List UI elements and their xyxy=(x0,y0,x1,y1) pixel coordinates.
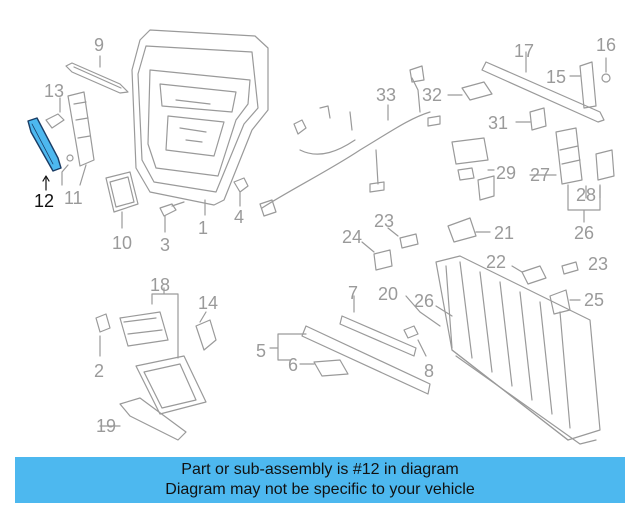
part-30-latch-set[interactable] xyxy=(451,137,495,201)
part-23-clip-left[interactable] xyxy=(387,227,419,249)
callout-13: 13 xyxy=(44,81,65,101)
part-11-handle-trim[interactable] xyxy=(61,91,95,186)
part-3-screw[interactable] xyxy=(159,201,185,233)
callout-33: 33 xyxy=(376,85,397,105)
part-19-trim[interactable] xyxy=(99,397,187,441)
callout-21: 21 xyxy=(494,223,515,243)
part-33-wiring-harness[interactable] xyxy=(259,65,441,217)
part-5-sill[interactable] xyxy=(269,325,431,395)
part-31-switch[interactable] xyxy=(515,107,547,131)
callout-8: 8 xyxy=(424,361,435,381)
callout-18: 18 xyxy=(150,275,171,295)
banner-line-2: Diagram may not be specific to your vehi… xyxy=(165,481,475,498)
callout-5: 5 xyxy=(256,341,267,361)
callout-20: 20 xyxy=(378,284,399,304)
part-22-hook[interactable] xyxy=(511,265,547,285)
part-17-weatherstrip[interactable] xyxy=(481,51,605,123)
callout-28: 27 xyxy=(530,165,551,185)
part-16-clip[interactable] xyxy=(601,57,611,83)
callout-14: 14 xyxy=(198,293,219,313)
part-21-cover[interactable] xyxy=(447,217,491,243)
banner-line-1: Part or sub-assembly is #12 in diagram xyxy=(181,461,459,478)
part-32-module[interactable] xyxy=(447,81,493,101)
callout-26: 26 xyxy=(414,291,435,311)
callout-30: 29 xyxy=(496,163,517,183)
part-7-trim[interactable] xyxy=(339,295,417,357)
callout-11: 11 xyxy=(64,188,83,208)
callout-4: 4 xyxy=(234,207,245,227)
callout-22: 22 xyxy=(486,252,507,272)
callout-6: 6 xyxy=(288,355,299,375)
part-27-bracket-lines xyxy=(567,184,601,223)
callout-7: 7 xyxy=(348,283,359,303)
callout-23-right: 23 xyxy=(588,254,609,274)
diagram-drawing xyxy=(27,29,615,445)
part-26-sunshade[interactable] xyxy=(435,255,601,445)
callout-9: 9 xyxy=(94,35,105,55)
callout-3: 3 xyxy=(160,235,171,255)
part-2-grommet[interactable] xyxy=(95,313,111,357)
callout-25: 25 xyxy=(584,290,605,310)
callout-10: 10 xyxy=(112,233,133,253)
part-13-clip[interactable] xyxy=(45,97,65,129)
callout-29: 28 xyxy=(576,185,597,205)
part-6-bracket[interactable] xyxy=(299,359,349,377)
callout-32: 32 xyxy=(422,85,443,105)
callout-31: 31 xyxy=(488,113,509,133)
callout-12: 12 xyxy=(34,191,55,211)
part-8-clip[interactable] xyxy=(403,325,427,357)
callout-27: 26 xyxy=(574,223,595,243)
parts-diagram: 9 13 12 11 10 3 1 4 33 32 17 16 15 31 29… xyxy=(27,29,617,445)
part-1-door-panel[interactable] xyxy=(131,29,269,216)
part-9-trim[interactable] xyxy=(65,55,129,94)
part-14-cap[interactable] xyxy=(195,311,217,351)
part-15-trim[interactable] xyxy=(569,61,597,109)
callout-17: 17 xyxy=(514,41,535,61)
part-4-grommet[interactable] xyxy=(233,177,249,207)
part-10-grille[interactable] xyxy=(105,171,139,229)
part-25-latch[interactable] xyxy=(549,289,581,315)
callout-15: 15 xyxy=(546,67,567,87)
part-24-bracket[interactable] xyxy=(361,241,393,271)
part-12-trim-strip[interactable] xyxy=(27,117,62,191)
info-banner: Part or sub-assembly is #12 in diagram D… xyxy=(15,457,625,503)
callout-23-left: 23 xyxy=(374,211,395,231)
part-18-housing[interactable] xyxy=(119,287,207,415)
callout-24: 24 xyxy=(342,227,363,247)
callout-16: 16 xyxy=(596,35,617,55)
callout-2: 2 xyxy=(94,361,105,381)
part-23-clip-right[interactable] xyxy=(561,261,579,275)
callout-1: 1 xyxy=(198,218,209,238)
part-28-latch[interactable] xyxy=(529,127,583,185)
callout-19: 19 xyxy=(96,416,117,436)
part-20-leader xyxy=(405,295,441,327)
